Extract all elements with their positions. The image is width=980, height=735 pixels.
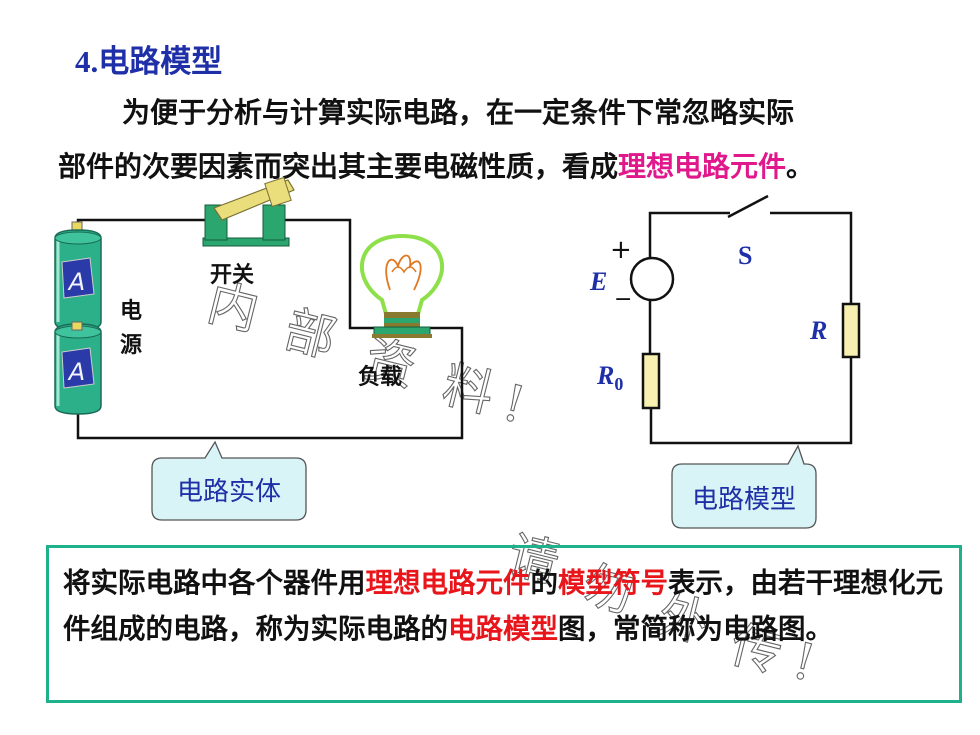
voltage-source-symbol (629, 256, 675, 302)
wire-top-right (285, 218, 380, 330)
wire-bottom (76, 326, 464, 440)
resistor-r-label: R (809, 316, 827, 345)
resistor-r0-sub: 0 (614, 374, 623, 394)
model-circuit: + − E S R R0 电路模型 (589, 194, 861, 529)
watermark-char-4: 料 (437, 355, 500, 423)
wire-top-left (76, 218, 208, 228)
watermark-char-5: ! (497, 373, 531, 434)
intro-paragraph: 为便于分析与计算实际电路，在一定条件下常忽略实际 部件的次要因素而突出其主要电磁… (58, 86, 968, 194)
callout-model-text: 电路模型 (692, 485, 796, 515)
resistor-r (841, 302, 861, 359)
summary-part-1: 将实际电路中各个器件用 (63, 567, 366, 599)
intro-highlight: 理想电路元件 (618, 150, 787, 183)
intro-line-2-suffix: 。 (786, 150, 815, 183)
battery-top-letter: A (67, 268, 85, 296)
resistor-r0-letter: R (596, 361, 614, 390)
model-wire-top-left (648, 211, 730, 258)
model-wire-bottom (649, 357, 853, 445)
watermark-char-2: 部 (279, 300, 342, 368)
source-label-1: 电 (120, 299, 142, 324)
callout-model: 电路模型 (671, 444, 817, 529)
knife-switch (202, 176, 295, 247)
intro-line-2: 部件的次要因素而突出其主要电磁性质，看成理想电路元件。 (58, 150, 814, 183)
battery-bottom: A (54, 321, 102, 415)
summary-part-2: 的 (530, 567, 559, 599)
battery-bottom-letter: A (67, 358, 85, 386)
source-label-2: 源 (120, 333, 142, 358)
summary-highlight-1: 理想电路元件 (365, 567, 531, 599)
callout-physical: 电路实体 (151, 440, 307, 521)
intro-line-2-prefix: 部件的次要因素而突出其主要电磁性质，看成 (58, 150, 619, 183)
summary-part-3: 表示，由若干理想化元件组成的电路，称为实际电路的 (63, 567, 943, 645)
resistor-r0-label: R0 (596, 361, 623, 394)
plus-sign: + (610, 235, 632, 265)
page-title: 4.电路模型 (75, 36, 222, 81)
summary-highlight-3: 电路模型 (448, 613, 558, 645)
switch-label: 开关 (210, 263, 254, 288)
physical-circuit: A A 电 源 开关 (54, 176, 464, 521)
model-switch-blade (727, 194, 769, 219)
light-bulb (359, 233, 445, 338)
callout-physical-text: 电路实体 (177, 477, 281, 507)
summary-box: 将实际电路中各个器件用理想电路元件的模型符号表示，由若干理想化元件组成的电路，称… (46, 545, 962, 703)
emf-label: E (589, 267, 607, 296)
summary-highlight-2: 模型符号 (558, 567, 668, 599)
intro-line-1: 为便于分析与计算实际电路，在一定条件下常忽略实际 (122, 96, 795, 129)
title-number: 4. (75, 44, 99, 79)
model-wire-top-right (770, 211, 853, 304)
summary-part-4: 图，常简称为电路图。 (558, 613, 833, 645)
minus-sign: − (614, 287, 632, 312)
load-label: 负载 (358, 364, 402, 390)
title-text: 电路模型 (98, 44, 223, 80)
model-switch-label: S (738, 241, 752, 270)
battery-top: A (54, 221, 102, 331)
resistor-r0 (641, 352, 661, 410)
